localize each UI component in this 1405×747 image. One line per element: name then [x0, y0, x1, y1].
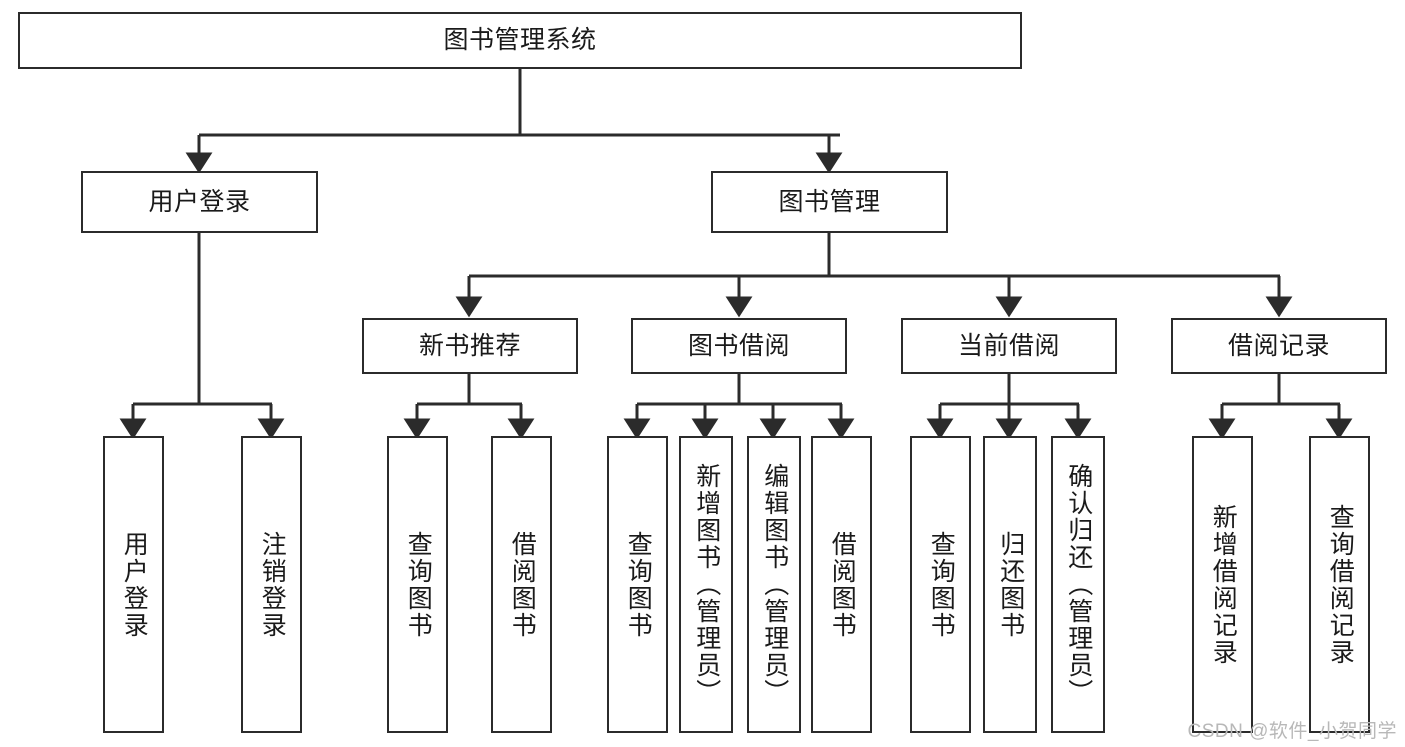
node-book-manage-label: 图书管理	[778, 187, 881, 216]
edge-group-book-borrow	[623, 374, 855, 440]
node-leaf-borrow-book-1-label: 借阅图书	[508, 530, 537, 639]
node-leaf-add-book[interactable]: 新增图书（管理员）	[679, 436, 733, 733]
node-leaf-user-logout[interactable]: 注销登录	[241, 436, 302, 733]
node-book-borrow-label: 图书借阅	[687, 331, 790, 360]
node-leaf-user-login[interactable]: 用户登录	[103, 436, 164, 733]
node-book-borrow[interactable]: 图书借阅	[631, 318, 847, 374]
node-leaf-return-book-label: 归还图书	[996, 530, 1025, 639]
node-leaf-confirm-return-label: 确认归还（管理员）	[1064, 463, 1093, 706]
node-leaf-query-book-2-label: 查询图书	[624, 530, 653, 639]
edge-group-user-login	[119, 233, 285, 440]
node-book-manage[interactable]: 图书管理	[711, 171, 948, 233]
node-leaf-query-book-3[interactable]: 查询图书	[910, 436, 971, 733]
node-leaf-query-record-label: 查询借阅记录	[1326, 503, 1355, 666]
node-leaf-user-login-label: 用户登录	[120, 530, 149, 639]
node-user-login-label: 用户登录	[148, 187, 251, 216]
node-leaf-confirm-return[interactable]: 确认归还（管理员）	[1051, 436, 1105, 733]
node-leaf-query-book-1-label: 查询图书	[404, 530, 433, 639]
node-borrow-record[interactable]: 借阅记录	[1171, 318, 1387, 374]
edge-group-new-book-rec	[403, 374, 535, 440]
node-leaf-add-record-label: 新增借阅记录	[1209, 503, 1238, 666]
node-new-book-rec[interactable]: 新书推荐	[362, 318, 578, 374]
node-leaf-add-book-label: 新增图书（管理员）	[692, 463, 721, 706]
node-root[interactable]: 图书管理系统	[18, 12, 1022, 69]
node-borrow-record-label: 借阅记录	[1227, 331, 1330, 360]
node-leaf-query-book-2[interactable]: 查询图书	[607, 436, 668, 733]
node-leaf-query-book-3-label: 查询图书	[927, 530, 956, 639]
node-current-borrow-label: 当前借阅	[957, 331, 1060, 360]
node-current-borrow[interactable]: 当前借阅	[901, 318, 1117, 374]
edge-group-root	[185, 69, 843, 174]
edge-group-borrow-record	[1208, 374, 1353, 440]
node-new-book-rec-label: 新书推荐	[418, 331, 521, 360]
node-leaf-borrow-book-2[interactable]: 借阅图书	[811, 436, 872, 733]
node-leaf-query-record[interactable]: 查询借阅记录	[1309, 436, 1370, 733]
node-leaf-user-logout-label: 注销登录	[258, 530, 287, 639]
edge-group-current-borrow	[926, 374, 1092, 440]
node-user-login[interactable]: 用户登录	[81, 171, 318, 233]
node-leaf-edit-book-label: 编辑图书（管理员）	[760, 463, 789, 706]
node-leaf-return-book[interactable]: 归还图书	[983, 436, 1037, 733]
node-leaf-edit-book[interactable]: 编辑图书（管理员）	[747, 436, 801, 733]
node-leaf-borrow-book-2-label: 借阅图书	[828, 530, 857, 639]
edge-group-book-manage	[455, 233, 1293, 318]
node-leaf-query-book-1[interactable]: 查询图书	[387, 436, 448, 733]
node-root-label: 图书管理系统	[443, 26, 597, 54]
node-leaf-borrow-book-1[interactable]: 借阅图书	[491, 436, 552, 733]
csdn-watermark: CSDN @软件_小贺同学	[1187, 721, 1397, 742]
node-leaf-add-record[interactable]: 新增借阅记录	[1192, 436, 1253, 733]
